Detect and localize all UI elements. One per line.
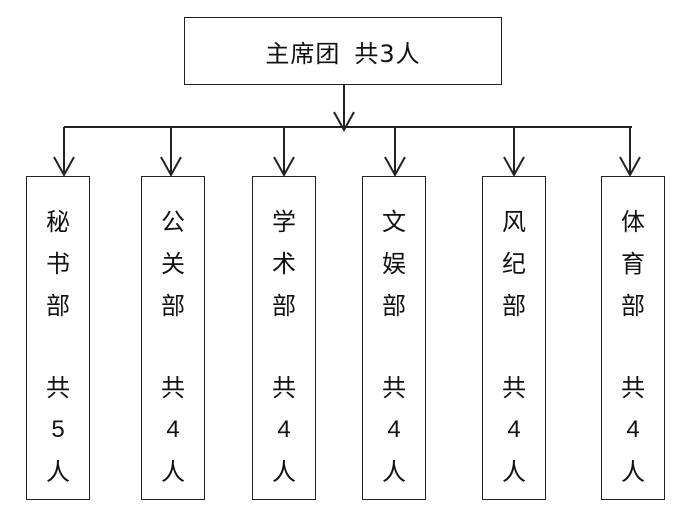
dept-name-char: 纪 bbox=[502, 250, 526, 278]
dept-node-academic: 学 术 部 共 4 人 bbox=[252, 176, 316, 500]
drop-arrowhead-5 bbox=[619, 156, 641, 178]
dept-count-char: 人 bbox=[621, 458, 645, 486]
dept-name: 公 关 部 bbox=[142, 201, 204, 327]
dept-name-char: 部 bbox=[621, 292, 645, 320]
dept-node-sports: 体 育 部 共 4 人 bbox=[601, 176, 665, 500]
dept-name-char: 部 bbox=[382, 292, 406, 320]
drop-arrowhead-1 bbox=[160, 156, 182, 178]
dept-count-char: 人 bbox=[46, 458, 70, 486]
dept-count: 共 4 人 bbox=[602, 367, 664, 493]
dept-count: 共 4 人 bbox=[363, 367, 425, 493]
dept-name-char: 部 bbox=[272, 292, 296, 320]
dept-name: 风 纪 部 bbox=[483, 201, 545, 327]
dept-count-char: 共 bbox=[621, 374, 645, 402]
dept-count-char: 共 bbox=[161, 374, 185, 402]
dept-name-char: 风 bbox=[502, 208, 526, 236]
drop-arrowhead-0 bbox=[53, 156, 75, 178]
dept-count: 共 4 人 bbox=[483, 367, 545, 493]
dept-count: 共 4 人 bbox=[253, 367, 315, 493]
dept-name-char: 关 bbox=[161, 250, 185, 278]
dept-name-char: 文 bbox=[382, 208, 406, 236]
dept-name-char: 学 bbox=[272, 208, 296, 236]
drop-arrowhead-3 bbox=[384, 156, 406, 178]
dept-count-char: 共 bbox=[382, 374, 406, 402]
dept-count-number: 4 bbox=[277, 416, 291, 443]
root-arrowhead bbox=[333, 111, 355, 133]
dept-count-char: 共 bbox=[502, 374, 526, 402]
dept-count-char: 人 bbox=[502, 458, 526, 486]
root-title: 主席团 bbox=[265, 39, 341, 68]
dept-name-char: 书 bbox=[46, 250, 70, 278]
dept-name: 秘 书 部 bbox=[27, 201, 89, 327]
root-count: 共3人 bbox=[354, 39, 421, 68]
dept-count: 共 4 人 bbox=[142, 367, 204, 493]
drop-arrowhead-2 bbox=[273, 156, 295, 178]
dept-count-number: 5 bbox=[51, 416, 65, 443]
dept-name: 学 术 部 bbox=[253, 201, 315, 327]
dept-name-char: 体 bbox=[621, 208, 645, 236]
dept-name: 体 育 部 bbox=[602, 201, 664, 327]
dept-name-char: 术 bbox=[272, 250, 296, 278]
dept-name-char: 部 bbox=[46, 292, 70, 320]
dept-name-char: 公 bbox=[161, 208, 185, 236]
dept-count-number: 4 bbox=[166, 416, 180, 443]
dept-name-char: 部 bbox=[161, 292, 185, 320]
dept-node-entertainment: 文 娱 部 共 4 人 bbox=[362, 176, 426, 500]
dept-node-discipline: 风 纪 部 共 4 人 bbox=[482, 176, 546, 500]
dept-name: 文 娱 部 bbox=[363, 201, 425, 327]
dept-name-char: 部 bbox=[502, 292, 526, 320]
dept-count-char: 共 bbox=[46, 374, 70, 402]
dept-name-char: 秘 bbox=[46, 208, 70, 236]
dept-name-char: 娱 bbox=[382, 250, 406, 278]
dept-node-public-relations: 公 关 部 共 4 人 bbox=[141, 176, 205, 500]
root-node-presidium: 主席团 共3人 bbox=[184, 17, 502, 85]
dept-count-char: 人 bbox=[272, 458, 296, 486]
dept-count-char: 人 bbox=[382, 458, 406, 486]
dept-count-number: 4 bbox=[507, 416, 521, 443]
dept-count-number: 4 bbox=[387, 416, 401, 443]
dept-count-number: 4 bbox=[626, 416, 640, 443]
dept-count: 共 5 人 bbox=[27, 367, 89, 493]
dept-count-char: 共 bbox=[272, 374, 296, 402]
drop-arrowhead-4 bbox=[503, 156, 525, 178]
dept-node-secretariat: 秘 书 部 共 5 人 bbox=[26, 176, 90, 500]
dept-count-char: 人 bbox=[161, 458, 185, 486]
dept-name-char: 育 bbox=[621, 250, 645, 278]
